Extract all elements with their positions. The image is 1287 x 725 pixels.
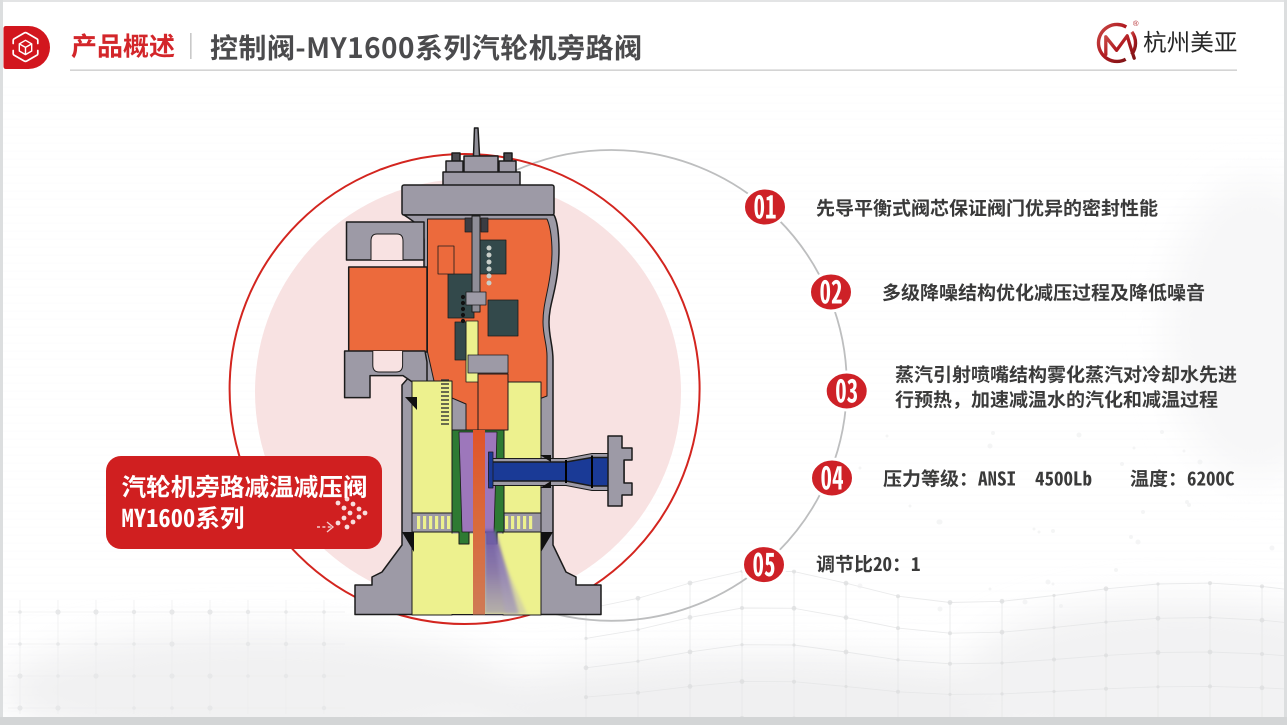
svg-text:®: ®	[1133, 19, 1139, 28]
